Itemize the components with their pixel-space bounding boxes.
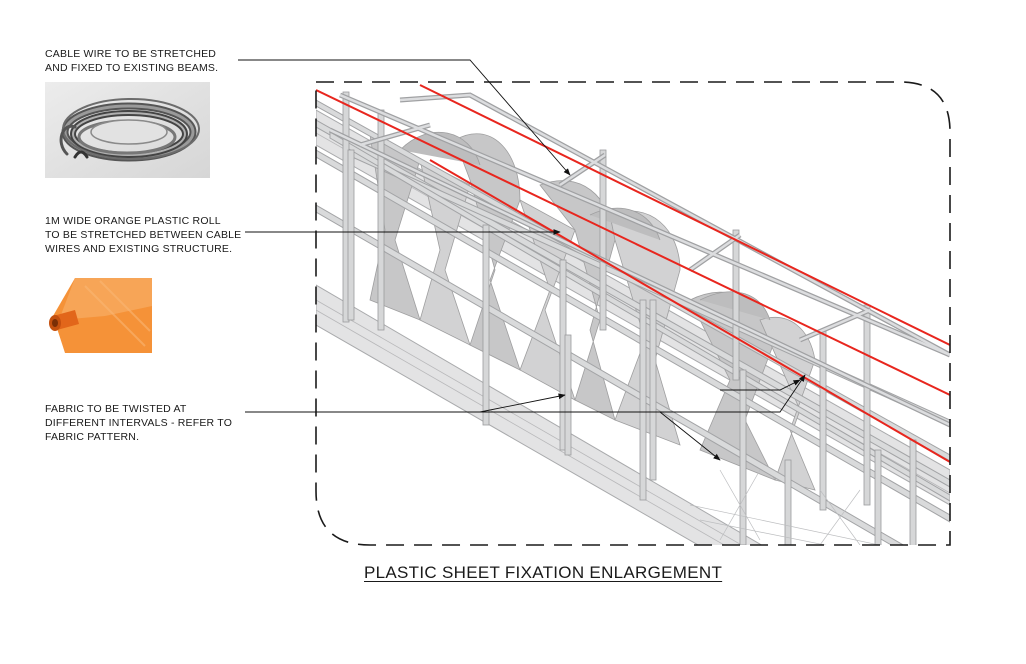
orange-roll-image [45,276,152,353]
truss-lattice [316,124,950,545]
note-roll-line-1: 1M WIDE ORANGE PLASTIC ROLL [45,215,221,227]
note-fabric-line-2: DIFFERENT INTERVALS - REFER TO [45,417,233,429]
top-handrails-highlight [329,93,950,427]
note-fabric-twist: FABRIC TO BE TWISTED AT DIFFERENT INTERV… [45,402,232,444]
note-cable-wire: CABLE WIRE TO BE STRETCHED AND FIXED TO … [45,47,218,75]
note-plastic-roll: 1M WIDE ORANGE PLASTIC ROLL TO BE STRETC… [45,214,241,256]
note-cable-line-1: CABLE WIRE TO BE STRETCHED [45,48,217,60]
note-fabric-line-3: FABRIC PATTERN. [45,431,140,443]
note-roll-line-2: TO BE STRETCHED BETWEEN CABLE [45,229,242,241]
note-roll-line-3: WIRES AND EXISTING STRUCTURE. [45,243,233,255]
steel-posts [342,91,917,545]
leader-fabric [245,374,806,413]
enlargement-boundary [315,81,951,546]
leader-fabric-b [659,411,721,461]
cable-coil-image [45,82,210,178]
note-cable-line-2: AND FIXED TO EXISTING BEAMS. [45,62,219,74]
side-lattice [689,469,950,545]
cable-wires [316,84,950,463]
leader-lines [238,59,806,461]
drawing-title: PLASTIC SHEET FIXATION ENLARGEMENT [364,563,723,582]
leader-roll-branch [720,379,801,391]
leader-cable [238,59,571,176]
leader-fabric-a [479,393,566,413]
note-fabric-line-1: FABRIC TO BE TWISTED AT [45,403,187,415]
